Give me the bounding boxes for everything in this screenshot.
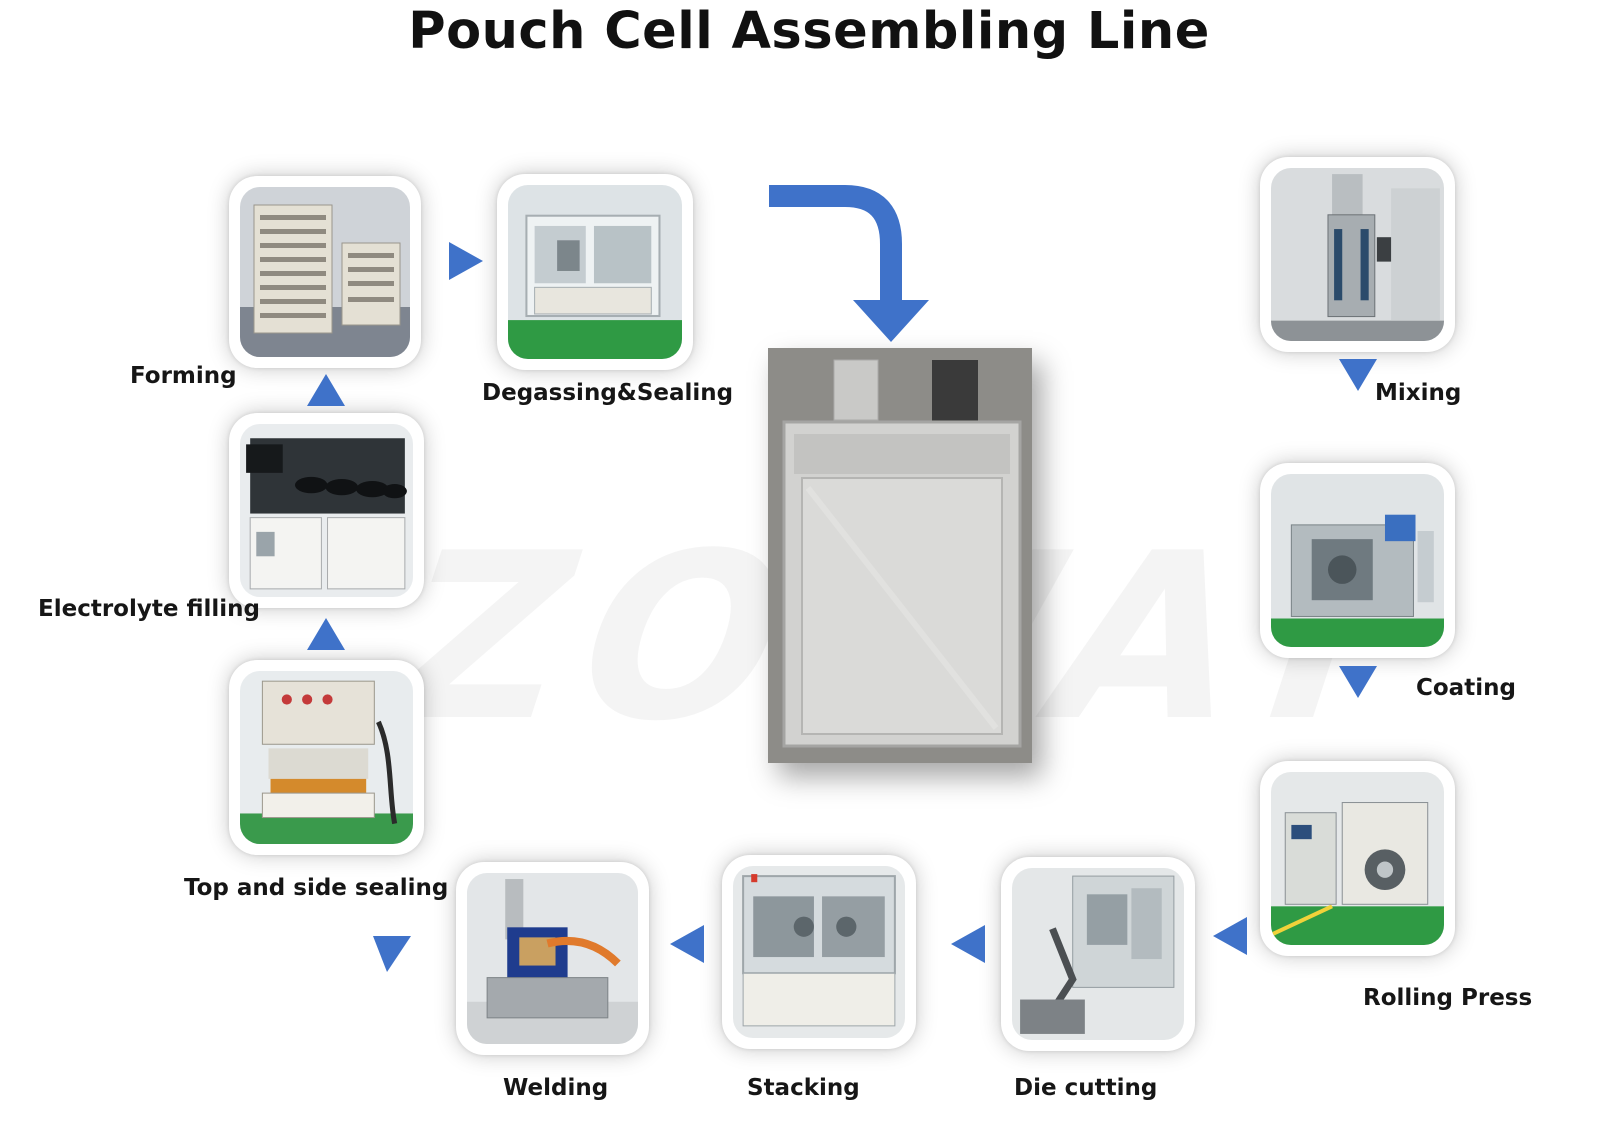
arrow-left-icon (1213, 917, 1247, 955)
forming-photo (229, 176, 421, 368)
step-label-electrolyte-filling: Electrolyte filling (38, 596, 260, 622)
step-label-stacking: Stacking (747, 1075, 860, 1101)
step-label-coating: Coating (1416, 675, 1516, 701)
step-label-forming: Forming (130, 363, 237, 389)
step-label-rolling-press: Rolling Press (1363, 985, 1533, 1011)
top-side-sealing-photo (229, 660, 424, 855)
step-label-die-cutting: Die cutting (1014, 1075, 1158, 1101)
electrolyte-filling-photo (229, 413, 424, 608)
rolling-press-photo (1260, 761, 1455, 956)
step-label-degassing-sealing: Degassing&Sealing (482, 380, 734, 406)
die-cutting-photo (1001, 857, 1195, 1051)
arrow-up-icon (307, 618, 345, 650)
step-label-top-side-sealing: Top and side sealing (184, 875, 449, 901)
step-label-mixing: Mixing (1375, 380, 1462, 406)
mixing-photo (1260, 157, 1455, 352)
page-title: Pouch Cell Assembling Line (408, 2, 1210, 61)
arrow-up-icon (307, 374, 345, 406)
arrow-down-icon (1339, 359, 1377, 391)
coating-photo (1260, 463, 1455, 658)
arrow-right-icon (449, 242, 483, 280)
arrow-down-icon (1339, 666, 1377, 698)
welding-photo (456, 862, 649, 1055)
arrow-left-icon (951, 925, 985, 963)
stacking-photo (722, 855, 916, 1049)
pouch-cell-image (768, 348, 1032, 763)
arrow-left-icon (670, 925, 704, 963)
arrow-diagonal-icon (373, 936, 411, 972)
step-label-welding: Welding (503, 1075, 609, 1101)
curved-arrow-icon (765, 180, 945, 350)
degassing-sealing-photo (497, 174, 693, 370)
